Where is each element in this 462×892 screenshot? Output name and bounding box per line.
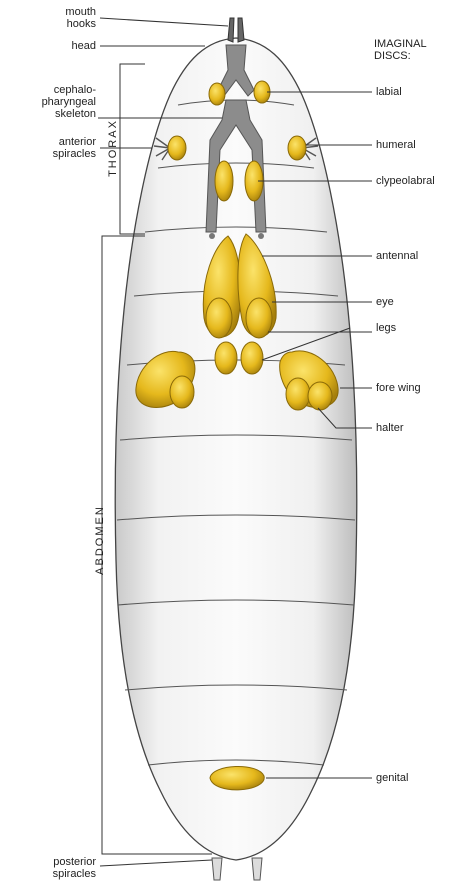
label-posterior-line1: posterior bbox=[14, 856, 96, 868]
posterior-spiracle-left bbox=[212, 858, 222, 880]
disc-halter-right bbox=[308, 382, 332, 410]
disc-genital bbox=[210, 766, 264, 789]
label-posterior-spiracles: posterior spiracles bbox=[14, 856, 96, 880]
label-mouth-hooks: mouth hooks bbox=[20, 6, 96, 30]
label-posterior-line2: spiracles bbox=[14, 868, 96, 880]
label-clypeolabral: clypeolabral bbox=[376, 175, 435, 187]
disc-leg-left bbox=[215, 342, 237, 374]
label-humeral: humeral bbox=[376, 139, 416, 151]
label-anterior-line2: spiracles bbox=[14, 148, 96, 160]
label-fore-wing: fore wing bbox=[376, 382, 421, 394]
label-imaginal-line1: IMAGINAL bbox=[374, 38, 454, 50]
posterior-spiracle-right bbox=[252, 858, 262, 880]
label-genital: genital bbox=[376, 772, 408, 784]
larva-body bbox=[115, 38, 356, 860]
label-cephalo-line2: pharyngeal bbox=[14, 96, 96, 108]
label-labial: labial bbox=[376, 86, 402, 98]
label-imaginal-line2: DISCS: bbox=[374, 50, 454, 62]
label-mouth-hooks-line1: mouth bbox=[20, 6, 96, 18]
label-anterior-line1: anterior bbox=[14, 136, 96, 148]
disc-fore-wing-right-lobe bbox=[286, 378, 310, 410]
label-head: head bbox=[20, 40, 96, 52]
label-antennal: antennal bbox=[376, 250, 418, 262]
disc-humeral-left bbox=[168, 136, 186, 160]
label-cephalo-line1: cephalo- bbox=[14, 84, 96, 96]
disc-fore-wing-left-lobe bbox=[170, 376, 194, 408]
disc-clypeolabral-left bbox=[215, 161, 233, 201]
label-mouth-hooks-line2: hooks bbox=[20, 18, 96, 30]
label-thorax: THORAX bbox=[107, 118, 119, 178]
label-anterior-spiracles: anterior spiracles bbox=[14, 136, 96, 160]
disc-labial-left bbox=[209, 83, 225, 105]
label-eye: eye bbox=[376, 296, 394, 308]
label-abdomen: ABDOMEN bbox=[94, 500, 106, 580]
label-cephalopharyngeal-skeleton: cephalo- pharyngeal skeleton bbox=[14, 84, 96, 120]
label-legs: legs bbox=[376, 322, 396, 334]
disc-humeral-right bbox=[288, 136, 306, 160]
label-imaginal-discs: IMAGINAL DISCS: bbox=[374, 38, 454, 62]
label-cephalo-line3: skeleton bbox=[14, 108, 96, 120]
label-halter: halter bbox=[376, 422, 404, 434]
disc-leg-right bbox=[241, 342, 263, 374]
disc-eye-left-lobe bbox=[206, 298, 232, 338]
